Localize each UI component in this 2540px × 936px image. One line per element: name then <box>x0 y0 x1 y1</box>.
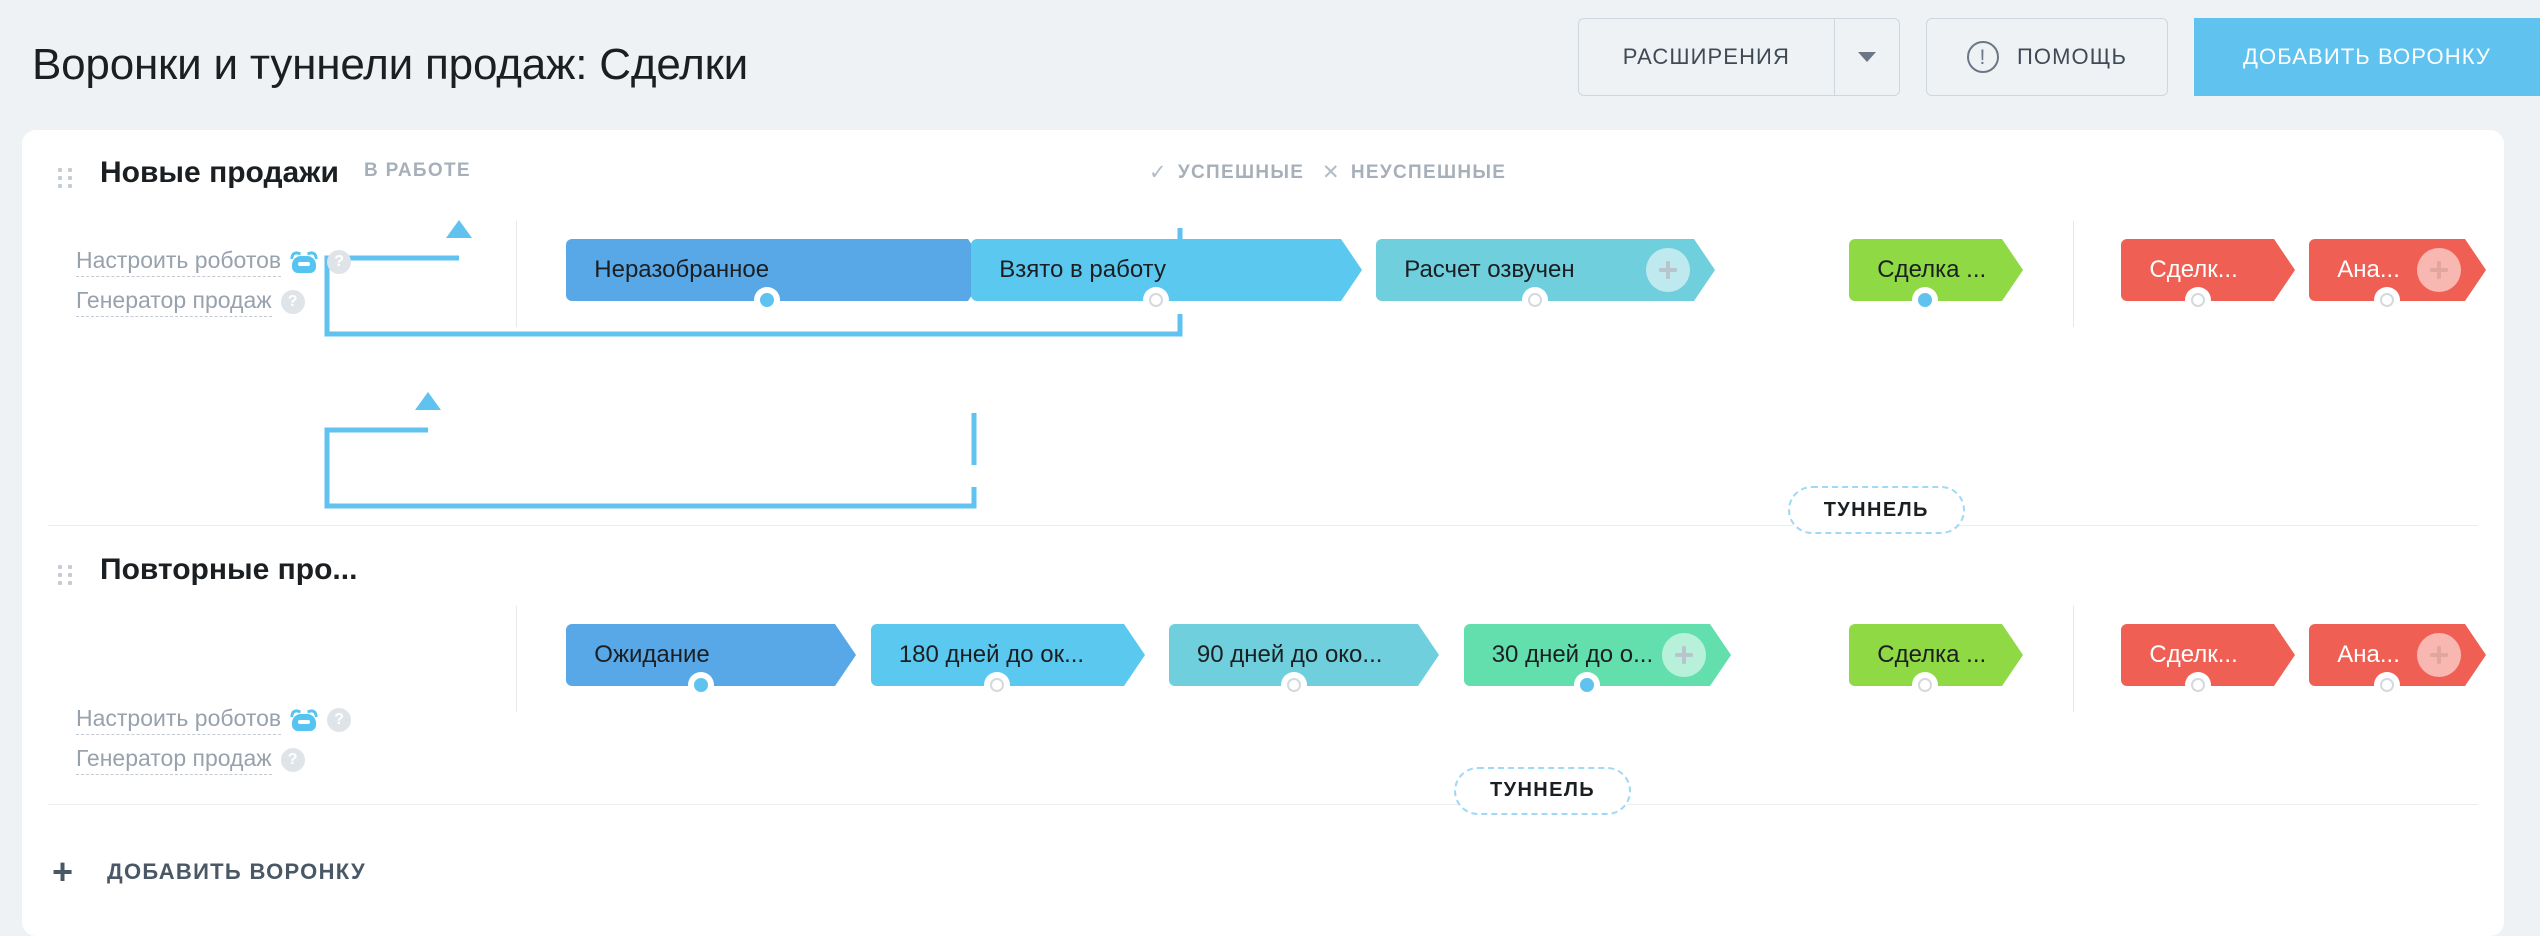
add-funnel-button[interactable]: ДОБАВИТЬ ВОРОНКУ <box>2194 18 2540 96</box>
stage-tunnel-dot[interactable] <box>1912 286 1939 313</box>
stage-tunnel-dot[interactable] <box>1521 286 1548 313</box>
header-actions: РАСШИРЕНИЯ ! ПОМОЩЬ ДОБАВИТЬ ВОРОНКУ <box>1577 18 2540 96</box>
add-funnel-link-label: ДОБАВИТЬ ВОРОНКУ <box>107 859 367 885</box>
sales-generator-link[interactable]: Генератор продаж ? <box>76 287 351 317</box>
stage-label: Сделк... <box>2149 255 2238 283</box>
column-caption-in-work: В РАБОТЕ <box>364 160 471 182</box>
add-funnel-link[interactable]: + ДОБАВИТЬ ВОРОНКУ <box>22 810 366 890</box>
column-label-success: УСПЕШНЫЕ <box>1177 161 1305 183</box>
configure-robots-label: Настроить роботов <box>76 247 282 277</box>
stage-chip[interactable]: 90 дней до око... <box>1168 624 1440 699</box>
stage-chip[interactable]: 180 дней до ок... <box>870 624 1145 699</box>
column-caption-fail: ✕ НЕУСПЕШНЫЕ <box>1322 160 1506 185</box>
stage-chip-fail[interactable]: Ана... <box>2309 238 2486 313</box>
stage-label: 90 дней до око... <box>1196 641 1383 669</box>
stage-label: Неразобранное <box>594 255 770 283</box>
row-divider <box>48 525 2478 527</box>
column-label-in-work: В РАБОТЕ <box>364 160 471 181</box>
stage-chip[interactable]: Неразобранное <box>566 238 989 313</box>
stage-label: Сделка ... <box>1877 255 1987 283</box>
plus-icon: + <box>52 851 74 893</box>
add-stage-button[interactable] <box>2416 247 2461 292</box>
stage-strip: Ожидание 180 дней до ок... 90 дней до ок… <box>22 606 2504 713</box>
stage-chip[interactable]: Взято в работу <box>971 238 1362 313</box>
stage-tunnel-dot[interactable] <box>984 672 1011 699</box>
funnel-row: Повторные про... Настроить роботов ? Ген… <box>22 527 2504 812</box>
stage-tunnel-dot[interactable] <box>2374 672 2401 699</box>
stage-label: 30 дней до о... <box>1491 641 1654 669</box>
stage-chip-fail[interactable]: Сделк... <box>2121 238 2295 313</box>
row-divider <box>48 803 2478 805</box>
stage-chip-success[interactable]: Сделка ... <box>1849 238 2023 313</box>
robot-icon <box>290 708 319 732</box>
stage-label: Ожидание <box>594 641 710 669</box>
chevron-down-icon[interactable] <box>1835 19 1899 95</box>
extensions-button[interactable]: РАСШИРЕНИЯ <box>1577 18 1900 96</box>
column-caption-success: ✓ УСПЕШНЫЕ <box>1149 160 1304 185</box>
add-stage-button[interactable] <box>1661 633 1706 678</box>
exclamation-circle-icon: ! <box>1966 41 1999 73</box>
stage-tunnel-dot[interactable] <box>1280 672 1307 699</box>
help-label: ПОМОЩЬ <box>2016 44 2127 69</box>
funnel-title: Повторные про... <box>100 552 358 586</box>
stage-tunnel-dot[interactable] <box>1573 672 1600 699</box>
column-label-fail: НЕУСПЕШНЫЕ <box>1350 161 1507 183</box>
stage-tunnel-dot[interactable] <box>2374 286 2401 313</box>
check-icon: ✓ <box>1149 161 1168 184</box>
stage-chip[interactable]: Ожидание <box>566 624 857 699</box>
plus-icon <box>1674 646 1693 665</box>
plus-icon <box>2429 646 2448 665</box>
stage-strip: Неразобранное Взято в работу Расчет озву… <box>22 220 2504 327</box>
configure-robots-label: Настроить роботов <box>76 705 282 736</box>
sales-generator-label: Генератор продаж <box>76 745 272 776</box>
help-button[interactable]: ! ПОМОЩЬ <box>1925 18 2168 96</box>
stage-chip-fail[interactable]: Ана... <box>2309 624 2486 699</box>
question-icon[interactable]: ? <box>327 708 352 733</box>
stage-label: Сделк... <box>2149 641 2238 669</box>
funnel-title: Новые продажи <box>100 156 339 189</box>
stage-label: Расчет озвучен <box>1404 255 1575 283</box>
column-separator <box>2072 220 2074 327</box>
add-stage-button[interactable] <box>1645 247 1690 292</box>
funnel-row: Новые продажи В РАБОТЕ ✓ УСПЕШНЫЕ ✕ НЕУС… <box>22 130 2504 399</box>
stage-label: Ана... <box>2337 255 2400 283</box>
question-icon[interactable]: ? <box>280 748 305 773</box>
stage-tunnel-dot[interactable] <box>2184 286 2211 313</box>
question-icon[interactable]: ? <box>280 289 305 314</box>
tunnel-pill[interactable]: ТУННЕЛЬ <box>1453 766 1632 815</box>
drag-dots-icon[interactable] <box>58 564 82 585</box>
column-separator <box>516 220 518 327</box>
tunnel-pill[interactable]: ТУННЕЛЬ <box>1787 486 1965 535</box>
column-separator <box>2072 606 2074 713</box>
stage-label: Взято в работу <box>999 255 1166 283</box>
stage-chip[interactable]: 30 дней до о... <box>1463 624 1732 699</box>
stage-tunnel-dot[interactable] <box>1912 672 1939 699</box>
stage-tunnel-dot[interactable] <box>754 286 781 313</box>
stage-chip-success[interactable]: Сделка ... <box>1849 624 2023 699</box>
add-stage-button[interactable] <box>2416 633 2461 678</box>
stage-tunnel-dot[interactable] <box>687 672 714 699</box>
stage-tunnel-dot[interactable] <box>2184 672 2211 699</box>
sales-generator-link[interactable]: Генератор продаж ? <box>76 745 351 776</box>
cross-icon: ✕ <box>1322 161 1341 184</box>
plus-icon <box>2429 260 2448 279</box>
extensions-label: РАСШИРЕНИЯ <box>1622 44 1790 69</box>
extensions-divider <box>1833 19 1835 95</box>
stage-label: 180 дней до ок... <box>898 641 1085 669</box>
drag-dots-icon[interactable] <box>58 168 82 188</box>
stage-label: Ана... <box>2337 641 2400 669</box>
configure-robots-link[interactable]: Настроить роботов ? <box>76 705 352 736</box>
stage-tunnel-dot[interactable] <box>1142 286 1169 313</box>
funnels-card: Новые продажи В РАБОТЕ ✓ УСПЕШНЫЕ ✕ НЕУС… <box>22 130 2504 936</box>
page-header: Воронки и туннели продаж: Сделки РАСШИРЕ… <box>0 0 2540 130</box>
page-title: Воронки и туннели продаж: Сделки <box>32 40 749 89</box>
funnel-meta-links: Настроить роботов ? Генератор продаж ? <box>76 705 352 776</box>
column-separator <box>516 606 518 713</box>
sales-generator-label: Генератор продаж <box>76 287 272 317</box>
robot-icon <box>290 249 319 273</box>
stage-chip-fail[interactable]: Сделк... <box>2121 624 2295 699</box>
stage-chip[interactable]: Расчет озвучен <box>1376 238 1715 313</box>
plus-icon <box>1658 260 1677 279</box>
stage-label: Сделка ... <box>1877 641 1987 669</box>
